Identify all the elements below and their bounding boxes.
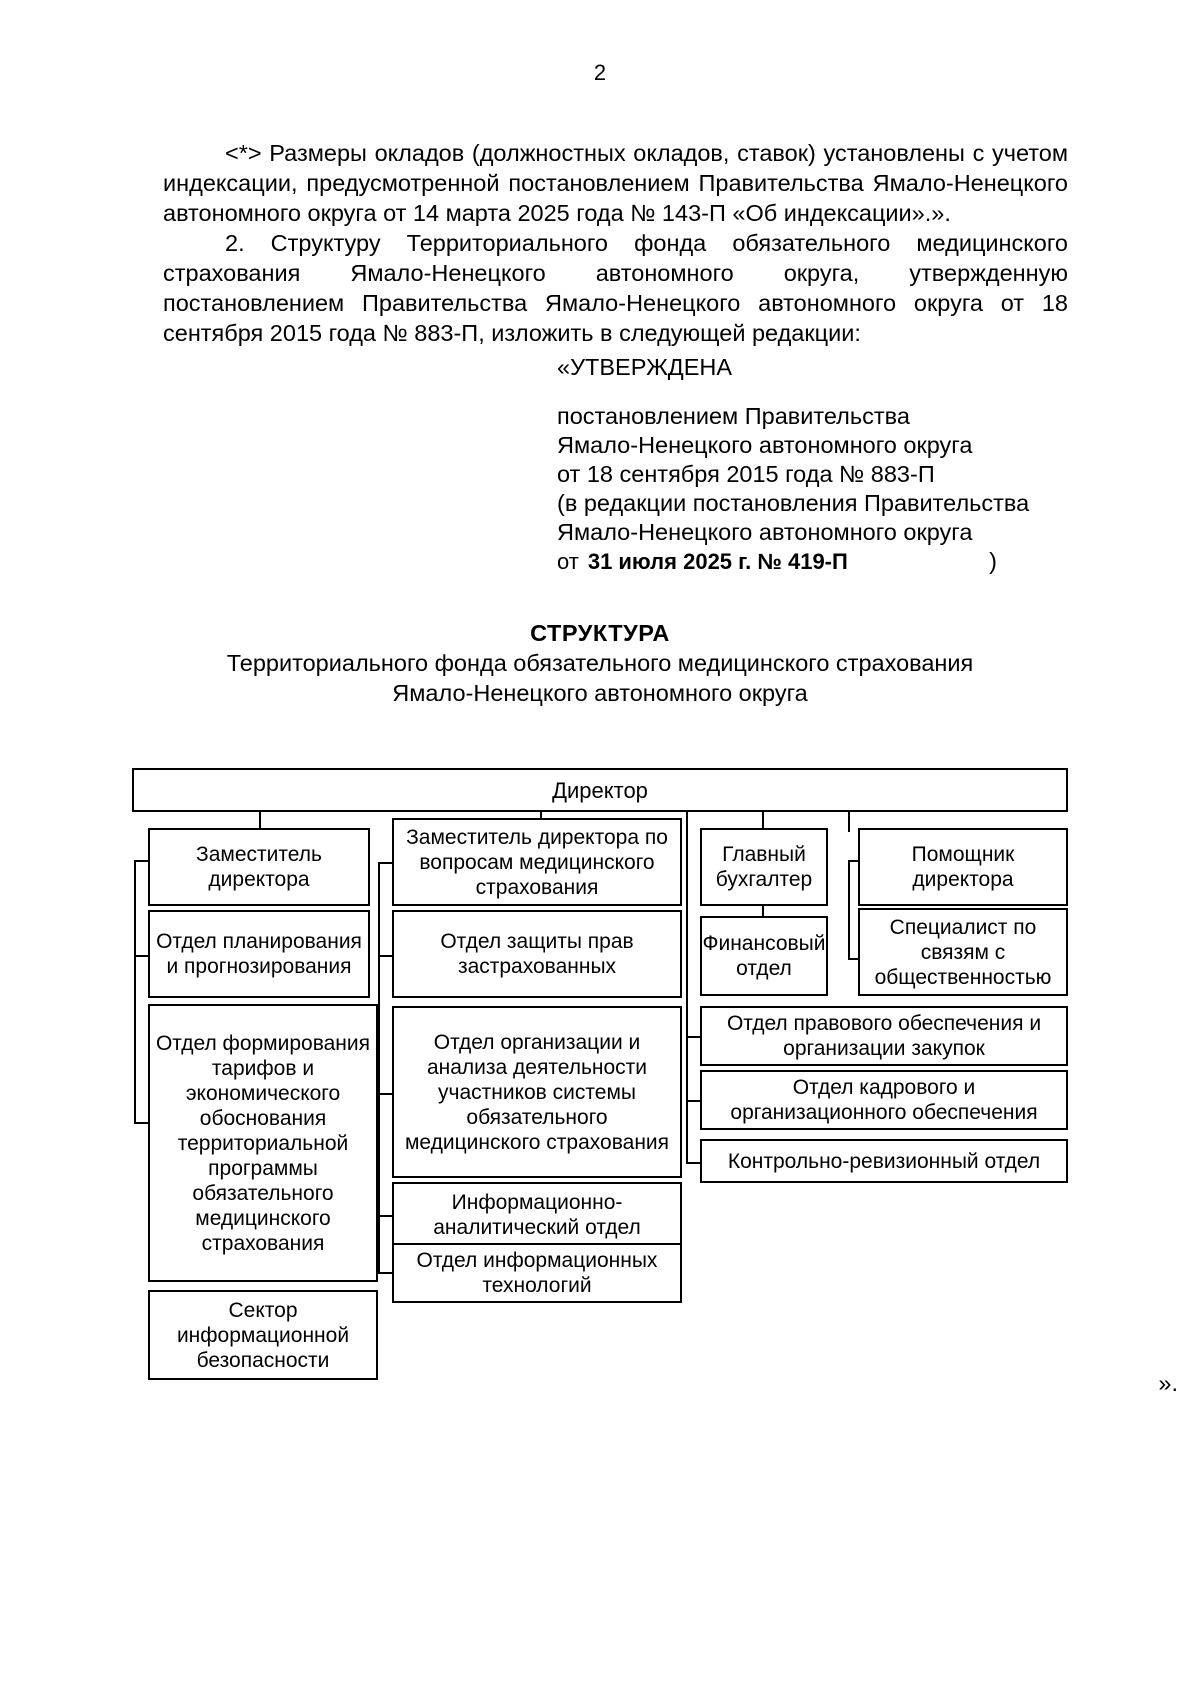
approval-line-3: от 18 сентября 2015 года № 883-П bbox=[557, 461, 935, 487]
connector-branch-hr bbox=[686, 1100, 700, 1102]
org-node-insured-rights-department: Отдел защиты прав застрахованных bbox=[392, 910, 682, 998]
approval-line-2: Ямало-Ненецкого автономного округа bbox=[557, 432, 973, 458]
org-node-label: Отдел формирования тарифов и экономическ… bbox=[155, 1031, 371, 1255]
connector-branch-deputy-director-ms bbox=[378, 862, 392, 864]
org-node-planning-department: Отдел планирования и прогнозирования bbox=[148, 910, 370, 998]
connector-branch-rights bbox=[378, 955, 392, 957]
connector-branch-tariffs bbox=[134, 1122, 150, 1124]
paragraph-footnote: <*> Размеры окладов (должностных окладов… bbox=[163, 140, 1068, 226]
connector-branch-planning bbox=[134, 955, 150, 957]
connector-branch-it bbox=[378, 1272, 392, 1274]
org-node-label: Контрольно-ревизионный отдел bbox=[727, 1149, 1041, 1173]
org-node-label: Отдел правового обеспечения и организаци… bbox=[726, 1012, 1042, 1060]
body-text-block: <*> Размеры окладов (должностных окладов… bbox=[163, 138, 1068, 348]
connector-spine-deputy-director bbox=[134, 860, 136, 1124]
org-node-label: Помощник директора bbox=[911, 843, 1015, 891]
org-node-audit-department: Контрольно-ревизионный отдел bbox=[700, 1139, 1068, 1183]
org-node-chief-accountant: Главный бухгалтер bbox=[700, 828, 828, 906]
approval-line-4: (в редакции постановления Правительства bbox=[557, 490, 1030, 516]
org-node-information-security-sector: Сектор информационной безопасности bbox=[148, 1290, 378, 1380]
org-node-label: Отдел информационных технологий bbox=[416, 1249, 658, 1297]
approval-line-1: постановлением Правительства bbox=[557, 403, 910, 429]
approval-closing-paren: ) bbox=[989, 548, 997, 574]
org-node-label: Заместитель директора по вопросам медици… bbox=[406, 825, 668, 899]
org-node-deputy-director-medical-insurance: Заместитель директора по вопросам медици… bbox=[392, 818, 682, 906]
approval-block: постановлением Правительства Ямало-Ненец… bbox=[557, 402, 1029, 576]
org-node-it-department: Отдел информационных технологий bbox=[392, 1243, 682, 1303]
org-node-label: Информационно-аналитический отдел bbox=[433, 1191, 641, 1239]
connector-branch-deputy-director bbox=[134, 860, 150, 862]
connector-root-to-dep-director bbox=[259, 812, 261, 828]
connector-branch-pr-specialist bbox=[848, 958, 858, 960]
approval-line-5: Ямало-Ненецкого автономного округа bbox=[557, 519, 973, 545]
org-node-director: Директор bbox=[132, 768, 1068, 812]
title-sub-line-2: Ямало-Ненецкого автономного округа bbox=[392, 680, 808, 706]
org-node-label: Отдел организации и анализа деятельности… bbox=[404, 1030, 670, 1154]
org-node-label: Сектор информационной безопасности bbox=[176, 1298, 350, 1372]
connector-branch-assistant-director bbox=[848, 860, 858, 862]
connector-branch-info-analytic bbox=[378, 1215, 392, 1217]
org-node-tariffs-department: Отдел формирования тарифов и экономическ… bbox=[148, 1004, 378, 1282]
org-node-assistant-director: Помощник директора bbox=[858, 828, 1068, 906]
connector-branch-analysis bbox=[378, 1093, 392, 1095]
org-node-finance-department: Финансовый отдел bbox=[700, 916, 828, 996]
title-main: СТРУКТУРА bbox=[530, 620, 670, 646]
approval-heading: «УТВЕРЖДЕНА bbox=[557, 354, 733, 380]
org-node-label: Отдел планирования и прогнозирования bbox=[156, 930, 362, 978]
connector-spine-direct-reports bbox=[686, 812, 688, 1164]
org-node-label: Отдел кадрового и организационного обесп… bbox=[730, 1076, 1038, 1124]
page-number: 2 bbox=[593, 60, 607, 85]
org-node-deputy-director: Заместитель директора bbox=[148, 828, 370, 906]
org-node-label: Директор bbox=[552, 777, 648, 803]
page-title: СТРУКТУРА Территориального фонда обязате… bbox=[0, 618, 1200, 708]
org-node-label: Заместитель директора bbox=[196, 843, 322, 891]
trailing-quote-mark: ». bbox=[1158, 1370, 1178, 1396]
org-node-information-analytical-department: Информационно-аналитический отдел bbox=[392, 1182, 682, 1248]
org-node-legal-procurement-department: Отдел правового обеспечения и организаци… bbox=[700, 1006, 1068, 1066]
org-node-label: Отдел защиты прав застрахованных bbox=[440, 930, 634, 978]
approval-date-line: от 31 июля 2025 г. № 419-П ) bbox=[557, 547, 997, 576]
connector-chief-accountant-to-finance bbox=[762, 906, 764, 918]
approval-date-label: от bbox=[557, 549, 579, 574]
connector-spine-assistant-director bbox=[848, 860, 850, 960]
connector-branch-legal bbox=[686, 1036, 700, 1038]
org-node-label: Финансовый отдел bbox=[702, 932, 826, 980]
org-node-analysis-department: Отдел организации и анализа деятельности… bbox=[392, 1006, 682, 1178]
org-node-label: Главный бухгалтер bbox=[715, 843, 813, 891]
connector-root-to-chief-accountant bbox=[762, 812, 764, 828]
connector-spine-deputy-director-ms bbox=[378, 862, 380, 1274]
org-node-label: Специалист по связям с общественностью bbox=[874, 915, 1052, 989]
org-node-pr-specialist: Специалист по связям с общественностью bbox=[858, 908, 1068, 996]
org-node-hr-department: Отдел кадрового и организационного обесп… bbox=[700, 1070, 1068, 1130]
approval-date-value: 31 июля 2025 г. № 419-П bbox=[587, 549, 848, 574]
paragraph-clause-2: 2. Структуру Территориального фонда обяз… bbox=[163, 230, 1068, 346]
connector-root-to-assistant-director bbox=[848, 812, 850, 832]
title-sub-line-1: Территориального фонда обязательного мед… bbox=[226, 650, 974, 676]
connector-branch-audit bbox=[686, 1162, 700, 1164]
